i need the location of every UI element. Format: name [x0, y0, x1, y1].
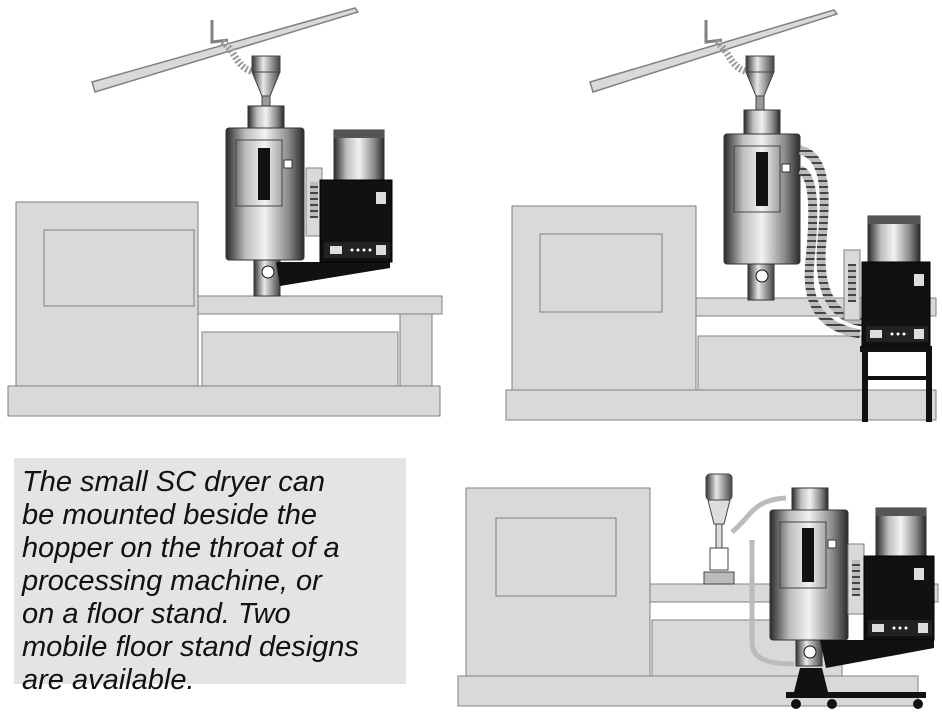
heater-coil: [852, 560, 860, 596]
blower-housing: [875, 507, 927, 559]
machine-base: [457, 675, 919, 707]
conveyor-bracket: [704, 20, 723, 44]
conveyor-bracket: [210, 20, 229, 44]
hopper-label: [827, 539, 837, 549]
loader-neck: [261, 95, 271, 107]
floor-stand-top: [860, 346, 932, 352]
hopper-sight-glass: [756, 152, 768, 206]
indicator-light: [368, 248, 372, 252]
floor-stand-crossbar: [862, 376, 932, 380]
conveyor-line: [91, 7, 360, 93]
throat-gauge-icon: [755, 269, 769, 283]
blower-grille: [876, 508, 926, 516]
display-icon: [870, 330, 882, 338]
indicator-light: [892, 626, 896, 630]
loader-cone: [707, 499, 731, 525]
loader-top: [745, 55, 775, 73]
loader-cone: [251, 71, 281, 97]
machine-leg: [399, 313, 433, 387]
mobile-stand-base: [786, 692, 926, 698]
caption: The small SC dryer can be mounted beside…: [22, 466, 406, 697]
power-switch-icon: [914, 329, 924, 339]
caption-line: The small SC dryer can: [22, 466, 325, 498]
loader-top: [705, 473, 733, 501]
caption-line: mobile floor stand designs: [22, 631, 359, 663]
loader-neck: [715, 523, 723, 549]
machine-window: [43, 229, 195, 307]
disconnect-knob-icon: [376, 192, 386, 204]
machine-lower-housing: [697, 335, 865, 391]
indicator-light: [362, 248, 366, 252]
display-icon: [872, 624, 884, 632]
machine-window: [495, 517, 617, 597]
indicator-light: [890, 332, 894, 336]
hopper-sight-glass: [802, 528, 814, 582]
indicator-light: [350, 248, 354, 252]
machine-base: [505, 389, 937, 421]
caster-wheel-icon: [791, 699, 801, 709]
indicator-light: [898, 626, 902, 630]
indicator-light: [896, 332, 900, 336]
hopper-neck: [247, 105, 285, 129]
caster-wheel-icon: [913, 699, 923, 709]
throat-gauge-icon: [261, 265, 275, 279]
mounting-bracket: [276, 262, 390, 286]
caption-box: [14, 458, 406, 684]
mobile-stand-arm: [820, 640, 934, 668]
display-icon: [330, 246, 342, 254]
conveyor-line: [589, 9, 839, 93]
caption-line: on a floor stand. Two: [22, 598, 291, 630]
caption-line: processing machine, or: [22, 565, 322, 597]
illustration-throat-mount: [7, 7, 443, 417]
disconnect-knob-icon: [914, 274, 924, 286]
loader-top: [251, 55, 281, 73]
hopper-access-door: [235, 139, 283, 207]
hopper-neck: [791, 487, 829, 511]
caption-line: are available.: [22, 664, 195, 696]
illustration-floor-stand: [505, 9, 937, 422]
caption-line: hopper on the throat of a: [22, 532, 340, 564]
hopper-label: [283, 159, 293, 169]
indicator-light: [904, 626, 908, 630]
hopper-access-door: [733, 145, 781, 213]
illustration-mobile-stand: [457, 473, 939, 709]
throat-gauge-icon: [803, 645, 817, 659]
power-switch-icon: [918, 623, 928, 633]
indicator-light: [356, 248, 360, 252]
blower-grille: [868, 216, 920, 224]
power-switch-icon: [376, 245, 386, 255]
heater-coil: [310, 182, 318, 218]
process-air-hose: [798, 145, 864, 327]
loader-hose: [730, 495, 795, 667]
loader-base: [703, 571, 735, 585]
indicator-light: [902, 332, 906, 336]
mobile-stand-column: [794, 668, 828, 692]
machine-base: [7, 385, 441, 417]
return-air-hose: [797, 165, 861, 339]
floor-stand-leg: [862, 352, 868, 422]
floor-stand-leg: [926, 352, 932, 422]
machine-window: [539, 233, 663, 313]
hopper-access-door: [779, 521, 827, 589]
loader-receiver: [709, 547, 729, 571]
blower-housing: [867, 215, 921, 267]
loader-cone: [745, 71, 775, 97]
caster-wheel-icon: [827, 699, 837, 709]
loader-neck: [755, 95, 765, 111]
hopper-neck: [743, 109, 781, 135]
disconnect-knob-icon: [914, 568, 924, 580]
machine-lower-housing: [201, 331, 399, 387]
caption-line: be mounted beside the: [22, 499, 318, 531]
heater-coil: [848, 264, 856, 302]
hopper-label: [781, 163, 791, 173]
machine-barrel: [197, 295, 443, 315]
blower-grille: [334, 130, 384, 138]
hopper-sight-glass: [258, 148, 270, 200]
